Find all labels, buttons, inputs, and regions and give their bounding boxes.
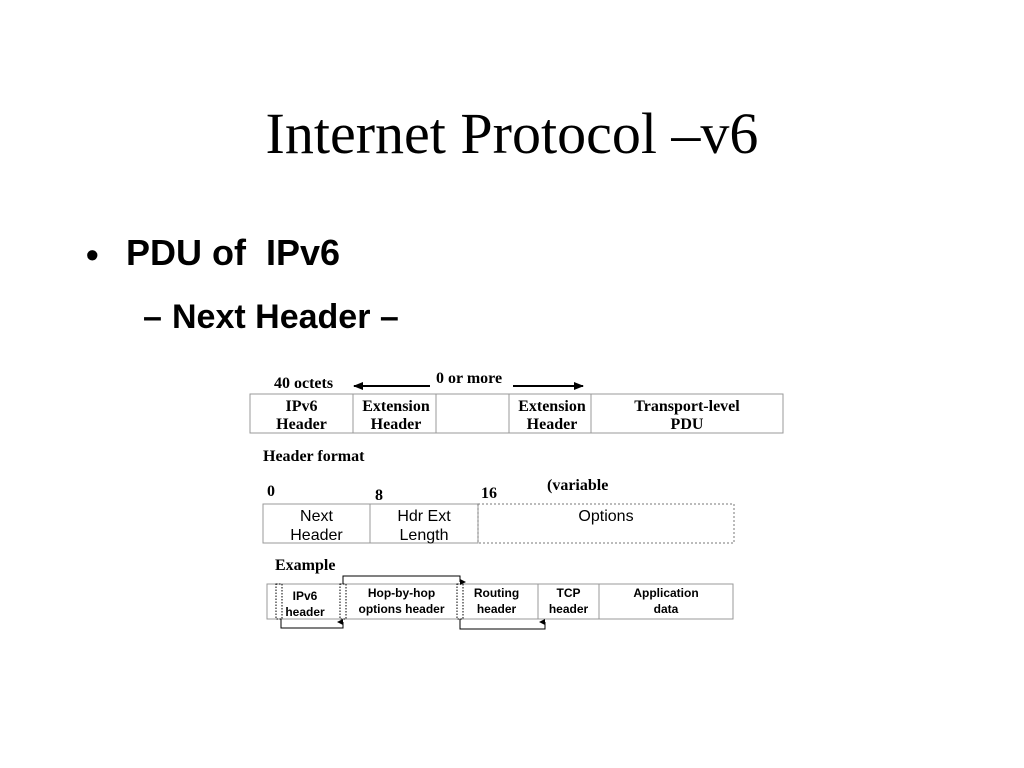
packet-box: [249, 393, 784, 434]
octets-label: 40 octets: [274, 375, 334, 392]
next-header-pointer-ipv6: [280, 619, 344, 629]
bullet-pdu-of-ipv6: PDU of IPv6: [126, 232, 341, 273]
field-next-header: Next Header: [290, 508, 343, 544]
options-field-box: [477, 503, 735, 544]
packet-cell-ipv6-header: IPv6 Header: [276, 398, 327, 433]
header-format-caption: Header format: [263, 448, 365, 465]
next-header-pointer-routing: [459, 619, 546, 630]
packet-row: [249, 382, 784, 434]
example-cell-tcp-header: TCP header: [548, 586, 589, 616]
next-header-pointer-hop-by-hop: [342, 575, 466, 585]
bullet-marker: •: [86, 234, 99, 275]
header-format-row: [262, 503, 735, 544]
slide-title: Internet Protocol –v6: [265, 101, 759, 166]
example-cell-ipv6-header: IPv6 header: [285, 589, 325, 619]
variable-length-label: (variable: [547, 477, 609, 494]
example-caption: Example: [275, 557, 336, 574]
bit-label-16: 16: [481, 485, 497, 502]
example-row: [266, 575, 734, 630]
example-box: [266, 583, 734, 620]
field-hdr-ext-length: Hdr Ext Length: [397, 508, 451, 544]
next-header-marker: [275, 583, 283, 620]
packet-cell-extension-header: Extension Header: [362, 398, 430, 433]
sub-bullet-next-header: Next Header –: [172, 298, 399, 336]
sub-bullet-marker: –: [143, 298, 162, 336]
example-cell-hop-by-hop: Hop-by-hop options header: [358, 586, 445, 616]
bit-label-0: 0: [267, 483, 275, 500]
example-cell-application-data: Application data: [633, 586, 699, 616]
packet-cell-transport-pdu: Transport-level PDU: [634, 398, 740, 433]
hdr-ext-length-field-box: [369, 503, 479, 544]
packet-cell-extension-header: Extension Header: [518, 398, 586, 433]
example-cell-routing-header: Routing header: [473, 586, 520, 616]
bit-label-8: 8: [375, 487, 383, 504]
field-options: Options: [578, 508, 634, 525]
repeat-label: 0 or more: [436, 370, 503, 387]
